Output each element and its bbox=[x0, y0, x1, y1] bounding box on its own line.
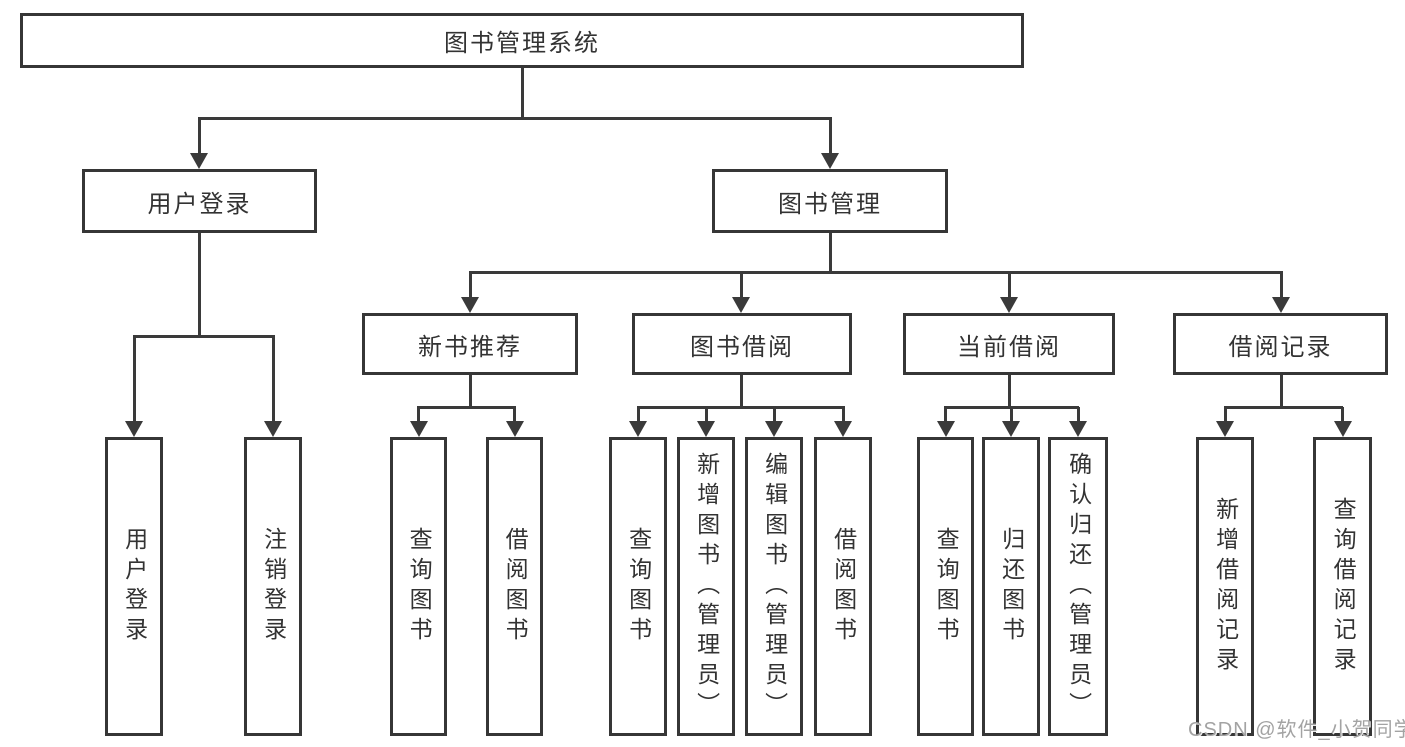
node-book-management-label: 图书管理 bbox=[778, 190, 882, 218]
connector-line bbox=[197, 116, 832, 120]
leaf-label: 借阅图书 bbox=[830, 526, 857, 647]
node-book-management: 图书管理 bbox=[712, 169, 948, 233]
connector-arrow bbox=[739, 272, 743, 297]
watermark: CSDN @软件_小贺同学 bbox=[1188, 719, 1405, 741]
connector-arrow bbox=[513, 407, 516, 421]
node-root: 图书管理系统 bbox=[20, 13, 1024, 68]
leaf-query-borrow-record: 查询借阅记录 bbox=[1313, 437, 1372, 736]
connector-line bbox=[197, 233, 201, 336]
connector-arrow bbox=[1223, 407, 1227, 421]
connector-arrow bbox=[197, 118, 201, 153]
connector-arrow bbox=[1341, 407, 1344, 421]
leaf-label: 用户登录 bbox=[121, 526, 148, 647]
node-book-borrow: 图书借阅 bbox=[632, 313, 852, 375]
connector-line bbox=[468, 375, 472, 407]
leaf-label: 新增图书（管理员） bbox=[693, 451, 720, 722]
connector-arrow bbox=[417, 407, 420, 421]
connector-line bbox=[828, 233, 832, 272]
connector-arrow bbox=[1009, 407, 1013, 421]
leaf-add-book-admin: 新增图书（管理员） bbox=[677, 437, 735, 736]
connector-arrow bbox=[1279, 272, 1283, 297]
node-borrow-records: 借阅记录 bbox=[1173, 313, 1388, 375]
leaf-borrow-books-recommend: 借阅图书 bbox=[486, 437, 543, 736]
connector-arrow bbox=[132, 336, 136, 421]
leaf-label: 归还图书 bbox=[998, 526, 1025, 647]
leaf-label: 查询图书 bbox=[933, 526, 960, 647]
connector-line bbox=[468, 270, 1283, 274]
leaf-query-books-borrow: 查询图书 bbox=[609, 437, 667, 736]
node-current-borrow-label: 当前借阅 bbox=[957, 333, 1061, 361]
leaf-user-login: 用户登录 bbox=[105, 437, 163, 736]
leaf-return-book: 归还图书 bbox=[982, 437, 1040, 736]
node-new-book-recommend-label: 新书推荐 bbox=[418, 333, 522, 361]
leaf-label: 查询图书 bbox=[625, 526, 652, 647]
connector-line bbox=[1223, 405, 1343, 409]
node-root-label: 图书管理系统 bbox=[444, 30, 600, 57]
leaf-label: 查询图书 bbox=[406, 526, 433, 647]
leaf-label: 借阅图书 bbox=[502, 526, 529, 647]
leaf-borrow-books: 借阅图书 bbox=[814, 437, 872, 736]
connector-line bbox=[417, 405, 516, 409]
connector-line bbox=[739, 375, 743, 407]
connector-arrow bbox=[636, 407, 640, 421]
leaf-logout: 注销登录 bbox=[244, 437, 302, 736]
node-borrow-records-label: 借阅记录 bbox=[1228, 333, 1333, 361]
leaf-edit-book-admin: 编辑图书（管理员） bbox=[745, 437, 803, 736]
connector-arrow bbox=[1007, 272, 1011, 297]
leaf-label: 编辑图书（管理员） bbox=[761, 451, 788, 722]
connector-arrow bbox=[772, 407, 776, 421]
connector-arrow bbox=[841, 407, 845, 421]
node-book-borrow-label: 图书借阅 bbox=[690, 333, 794, 361]
connector-arrow bbox=[704, 407, 708, 421]
connector-arrow bbox=[944, 407, 947, 421]
leaf-query-books-recommend: 查询图书 bbox=[390, 437, 447, 736]
connector-line bbox=[636, 405, 845, 409]
node-user-login: 用户登录 bbox=[82, 169, 317, 233]
connector-line bbox=[520, 68, 524, 118]
connector-arrow bbox=[468, 272, 472, 297]
leaf-label: 确认归还（管理员） bbox=[1065, 451, 1092, 722]
connector-line bbox=[1279, 375, 1283, 407]
leaf-label: 查询借阅记录 bbox=[1330, 496, 1357, 677]
connector-arrow bbox=[271, 336, 275, 421]
node-user-login-label: 用户登录 bbox=[147, 190, 252, 218]
leaf-confirm-return-admin: 确认归还（管理员） bbox=[1048, 437, 1108, 736]
leaf-label: 注销登录 bbox=[260, 526, 287, 647]
connector-line bbox=[1007, 375, 1011, 407]
node-current-borrow: 当前借阅 bbox=[903, 313, 1115, 375]
leaf-query-books-current: 查询图书 bbox=[917, 437, 974, 736]
connector-arrow bbox=[828, 118, 832, 153]
connector-arrow bbox=[1076, 407, 1080, 421]
node-new-book-recommend: 新书推荐 bbox=[362, 313, 578, 375]
leaf-label: 新增借阅记录 bbox=[1212, 496, 1239, 677]
connector-line bbox=[132, 334, 275, 338]
leaf-add-borrow-record: 新增借阅记录 bbox=[1196, 437, 1254, 736]
